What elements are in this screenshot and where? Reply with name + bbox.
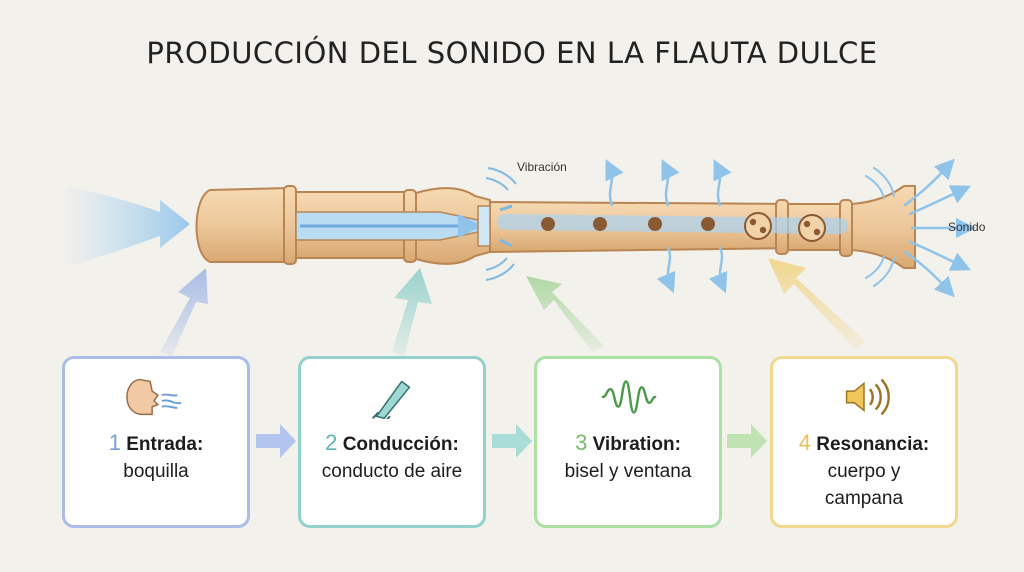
step-text: 1 Entrada: boquilla bbox=[65, 429, 247, 485]
sound-waves bbox=[865, 158, 976, 298]
windway-tube-icon bbox=[371, 380, 411, 419]
pointer-arrows bbox=[160, 258, 866, 356]
step-card-resonancia: 4 Resonancia: cuerpo y campana bbox=[770, 356, 958, 528]
step-number: 3 bbox=[575, 430, 588, 455]
step-card-entrada: 1 Entrada: boquilla bbox=[62, 356, 250, 528]
step-heading: Resonancia: bbox=[816, 434, 930, 455]
sound-label: Sonido bbox=[948, 220, 986, 234]
speaker-icon bbox=[845, 378, 890, 416]
step-arrows bbox=[256, 424, 767, 458]
wave-icon bbox=[601, 380, 657, 414]
escaping-air bbox=[605, 159, 732, 294]
vibration-waves bbox=[485, 167, 517, 281]
step-detail: cuerpo y campana bbox=[824, 461, 904, 509]
step-detail: conducto de aire bbox=[321, 461, 463, 482]
step-card-vibration: 3 Vibration: bisel y ventana bbox=[534, 356, 722, 528]
step-detail: bisel y ventana bbox=[564, 461, 692, 482]
step-text: 4 Resonancia: cuerpo y campana bbox=[773, 429, 955, 512]
step-card-conduccion: 2 Conducción: conducto de aire bbox=[298, 356, 486, 528]
breath-icon bbox=[126, 378, 182, 416]
page-title: PRODUCCIÓN DEL SONIDO EN LA FLAUTA DULCE bbox=[146, 36, 878, 70]
incoming-air bbox=[60, 185, 190, 268]
step-number: 1 bbox=[108, 430, 121, 455]
step-heading: Conducción: bbox=[342, 434, 459, 455]
step-heading: Entrada: bbox=[126, 434, 204, 455]
step-detail: boquilla bbox=[123, 461, 189, 482]
step-number: 4 bbox=[798, 430, 811, 455]
step-text: 2 Conducción: conducto de aire bbox=[301, 429, 483, 485]
recorder bbox=[195, 185, 916, 269]
step-text: 3 Vibration: bisel y ventana bbox=[537, 429, 719, 485]
step-number: 2 bbox=[325, 430, 338, 455]
step-heading: Vibration: bbox=[592, 434, 681, 455]
vibration-label: Vibración bbox=[517, 160, 567, 174]
